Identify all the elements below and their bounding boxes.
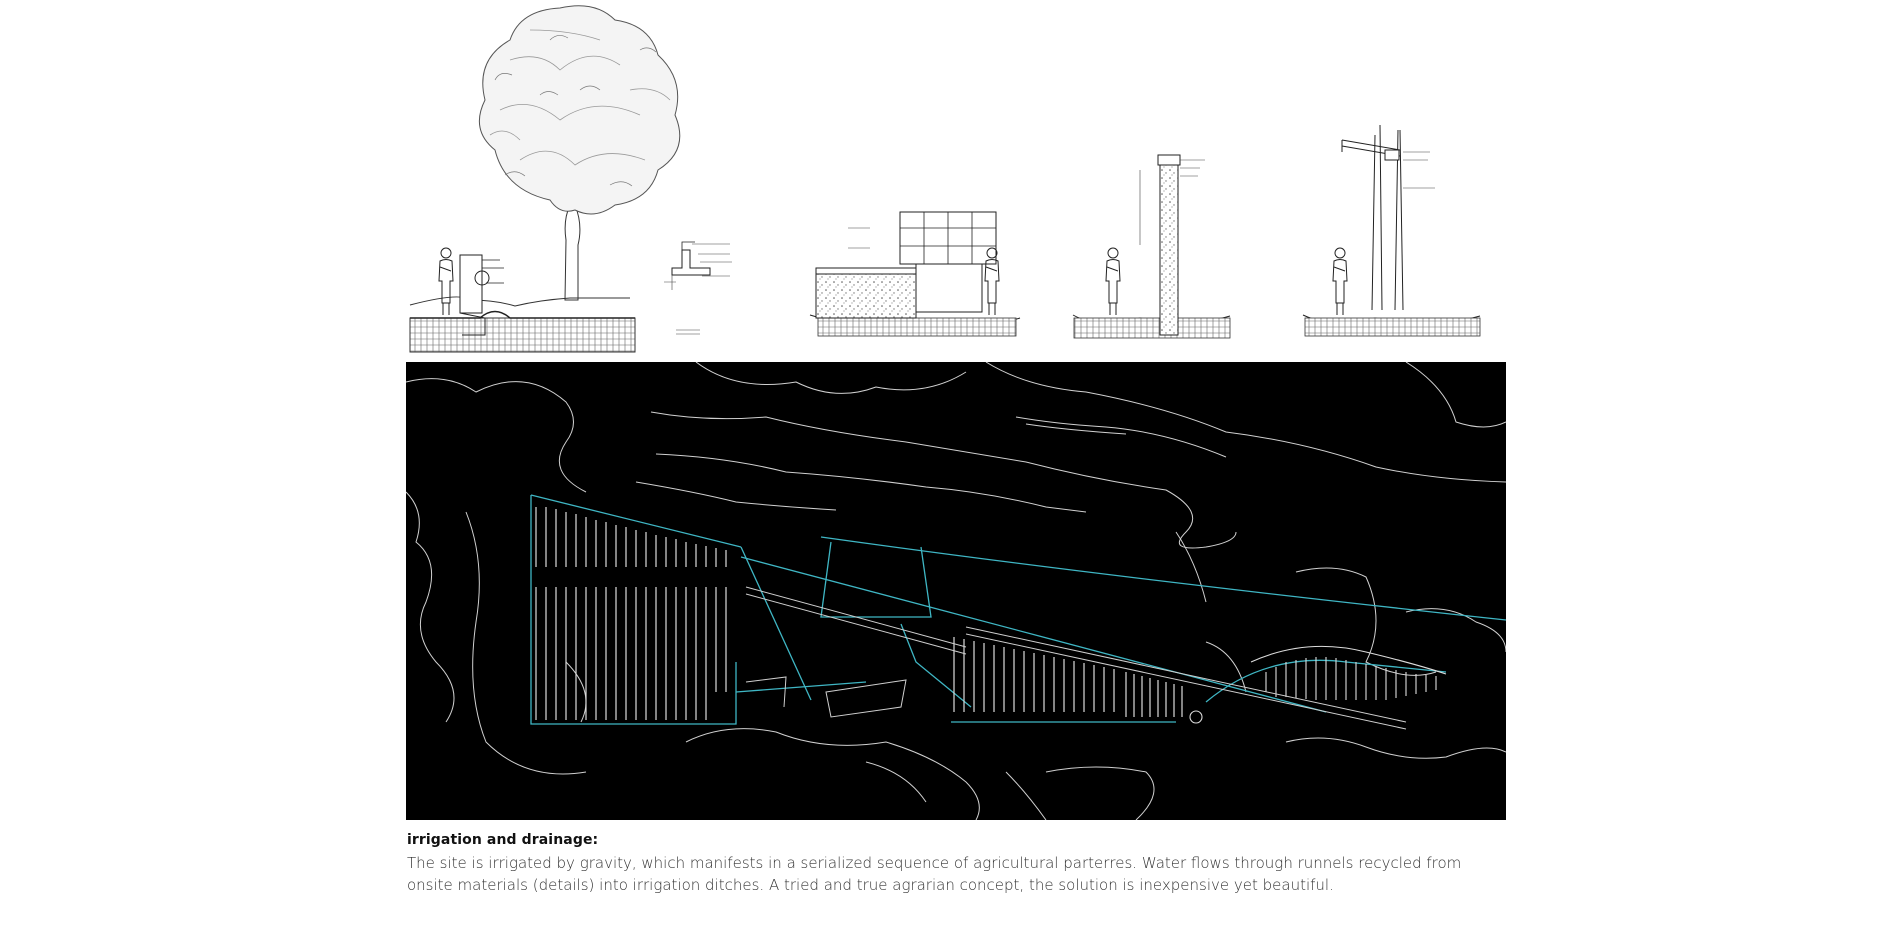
parterre-field-west [535, 507, 727, 720]
terrain-contours [406, 362, 1506, 820]
person-scale-figure [1332, 247, 1348, 316]
person-scale-figure [1105, 247, 1121, 316]
paths [745, 586, 1407, 730]
caption: irrigation and drainage: The site is irr… [407, 832, 1507, 896]
parterre-field-center [953, 637, 1183, 717]
section-details-row [409, 5, 1481, 353]
caption-title: irrigation and drainage: [407, 832, 599, 848]
section-detail-runnel [664, 241, 732, 335]
tree-drawing [478, 5, 681, 301]
person-scale-figure [438, 247, 454, 316]
irrigation-channels [530, 494, 1506, 725]
caption-body: The site is irrigated by gravity, which … [407, 854, 1462, 894]
parterre-field-east [1189, 645, 1447, 724]
irrigation-site-plan [406, 362, 1506, 820]
section-detail-wall [809, 211, 1021, 337]
section-detail-post [1302, 124, 1481, 337]
section-detail-tree [409, 5, 681, 353]
section-detail-column [1072, 154, 1231, 339]
